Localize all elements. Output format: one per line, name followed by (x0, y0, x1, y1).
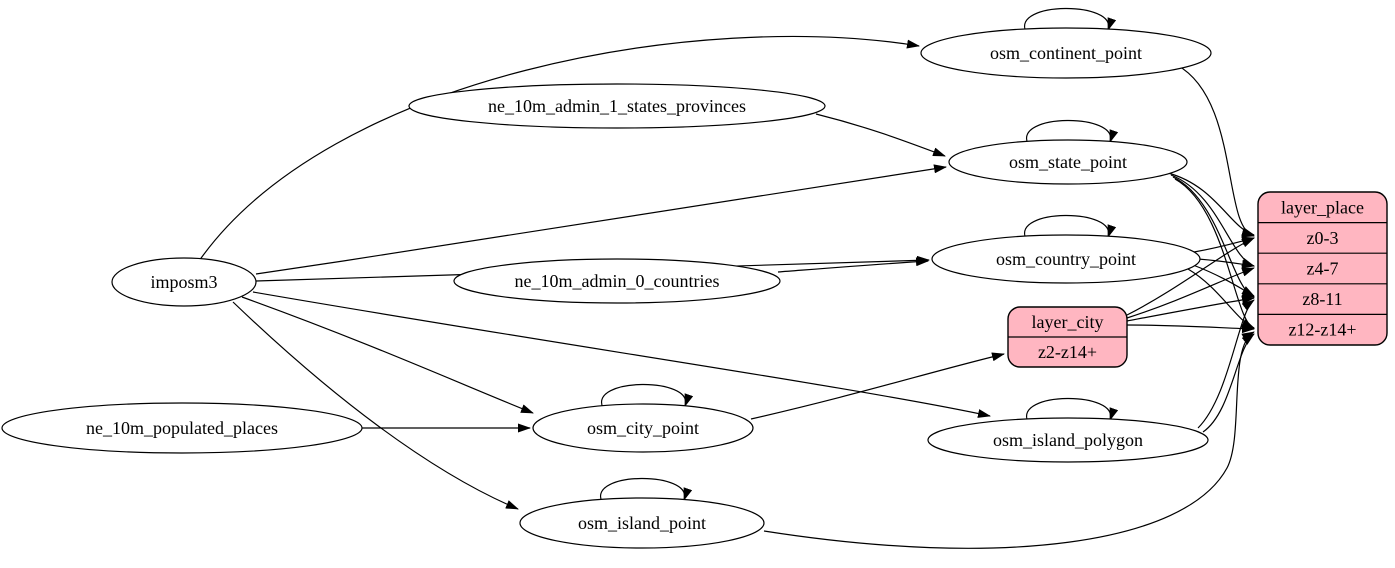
node-label-ne-10m-admin-0-countries: ne_10m_admin_0_countries (515, 271, 720, 291)
edge-osm-island-point-to-layer-place-z12-z14plus (763, 331, 1255, 549)
record-title-layer-city: layer_city (1032, 312, 1104, 332)
node-label-osm-city-point: osm_city_point (587, 418, 699, 438)
node-imposm3: imposm3 (111, 257, 257, 307)
edge-imposm3-to-osm-city-point (241, 296, 534, 414)
node-ne-10m-admin-0-countries: ne_10m_admin_0_countries (453, 258, 781, 304)
record-field-layer-city-z2-z14plus: z2-z14+ (1038, 342, 1097, 362)
edge-imposm3-to-osm-continent-point (198, 35, 920, 262)
edge-layer-city-to-layer-place-z8-11 (1126, 295, 1255, 322)
node-label-osm-continent-point: osm_continent_point (990, 43, 1142, 63)
node-osm-continent-point: osm_continent_point (920, 27, 1212, 79)
node-ne-10m-admin-1-states-provinces: ne_10m_admin_1_states_provinces (408, 83, 826, 129)
edge-osm-city-point-to-osm-city-point (600, 383, 694, 409)
edge-osm-island-polygon-to-layer-place-z8-11 (1197, 299, 1255, 429)
edge-osm-state-point-to-layer-place-z8-11 (1172, 176, 1255, 298)
node-label-osm-country-point: osm_country_point (996, 249, 1136, 269)
node-label-osm-state-point: osm_state_point (1009, 152, 1127, 172)
record-field-layer-place-z0-3: z0-3 (1307, 228, 1339, 248)
edge-osm-island-polygon-to-layer-place-z12-z14plus (1202, 333, 1255, 433)
record-field-layer-place-z12-z14plus: z12-z14+ (1288, 320, 1356, 340)
edge-imposm3-to-osm-state-point (255, 164, 947, 275)
record-field-layer-place-z8-11: z8-11 (1302, 289, 1342, 309)
edge-osm-continent-point-to-osm-continent-point (1023, 7, 1117, 33)
edge-imposm3-to-osm-island-point (232, 301, 519, 510)
node-label-ne-10m-admin-1-states-provinces: ne_10m_admin_1_states_provinces (488, 96, 746, 116)
node-osm-country-point: osm_country_point (931, 234, 1201, 284)
edge-osm-island-point-to-osm-island-point (599, 477, 693, 503)
edge-osm-state-point-to-layer-place-z0-3 (1167, 172, 1255, 236)
node-osm-island-point: osm_island_point (519, 497, 765, 549)
edge-layer-city-to-layer-place-z0-3 (1126, 237, 1255, 316)
node-ne-10m-populated-places: ne_10m_populated_places (1, 402, 363, 454)
edge-layer-city-to-layer-place-z12-z14plus (1126, 324, 1255, 334)
edge-osm-country-point-to-osm-country-point (1023, 214, 1117, 240)
node-osm-state-point: osm_state_point (948, 139, 1188, 185)
record-layer-city: layer_city z2-z14+ (1007, 306, 1128, 368)
edge-osm-city-point-to-layer-city-z2-z14plus (750, 352, 1005, 420)
edge-osm-country-point-to-layer-place-z4-7 (1197, 258, 1255, 269)
node-osm-city-point: osm_city_point (532, 403, 754, 453)
node-label-osm-island-polygon: osm_island_polygon (993, 430, 1143, 450)
edge-osm-country-point-to-layer-place-z8-11 (1192, 264, 1255, 297)
node-label-osm-island-point: osm_island_point (578, 513, 706, 533)
edge-osm-continent-point-to-layer-place-z0-3 (1176, 64, 1255, 238)
edge-ne-10m-admin-0-countries-to-osm-country-point (777, 257, 929, 273)
edge-osm-state-point-to-osm-state-point (1025, 119, 1119, 145)
node-osm-island-polygon: osm_island_polygon (927, 417, 1209, 463)
node-label-ne-10m-populated-places: ne_10m_populated_places (86, 418, 278, 438)
edge-ne-10m-admin-1-states-provinces-to-osm-state-point (815, 113, 946, 157)
edge-imposm3-to-osm-island-polygon (252, 291, 991, 418)
edge-layer-city-to-layer-place-z4-7 (1126, 267, 1255, 319)
node-label-imposm3: imposm3 (150, 272, 217, 292)
record-title-layer-place: layer_place (1281, 197, 1364, 217)
record-field-layer-place-z4-7: z4-7 (1307, 259, 1339, 279)
record-layer-place: layer_place z0-3 z4-7 z8-11 z12-z14+ (1257, 191, 1388, 346)
edge-osm-island-polygon-to-osm-island-polygon (1025, 397, 1119, 423)
